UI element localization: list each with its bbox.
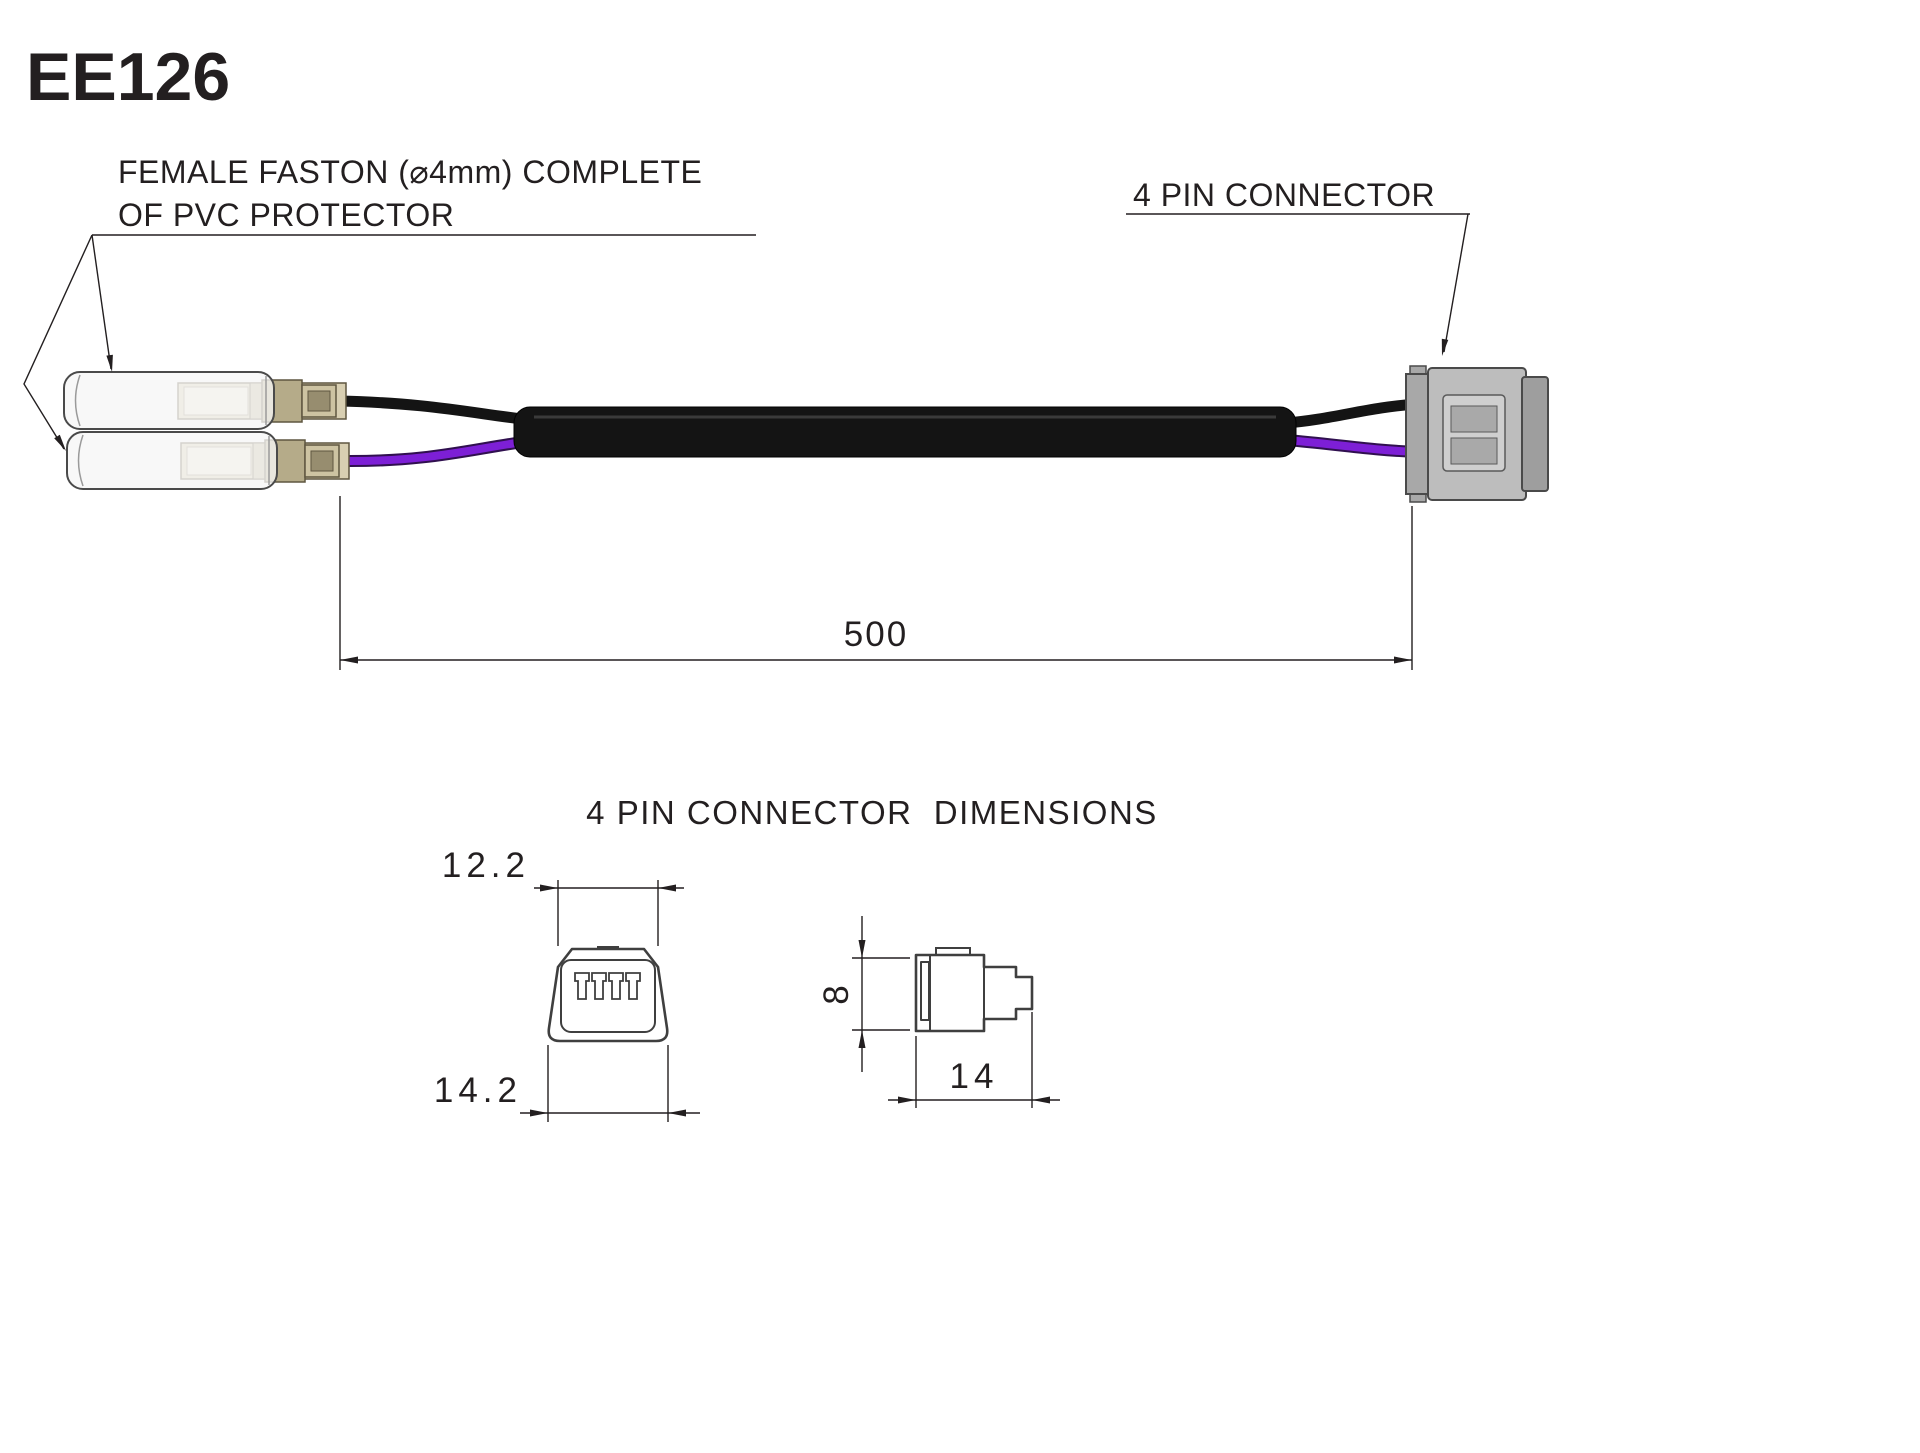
section-title: 4 PIN CONNECTOR DIMENSIONS [586,794,1158,831]
front-outline [547,947,669,1043]
dimension-front-bottom-width: 14.2 [434,1045,700,1122]
dim-arrow-right [658,884,676,892]
dim-arrow-left [530,1109,548,1117]
faston-label-line1: FEMALE FASTON (⌀4mm) COMPLETE [118,154,702,190]
wire-black-left [332,395,536,426]
pin-slot-1 [574,972,590,1000]
dim-arrow-left [898,1096,916,1104]
dim-arrow-right [668,1109,686,1117]
connector-latch-detail-1 [1450,405,1498,433]
pin-slot-4 [625,972,641,1000]
dimension-cable-length: 500 [339,496,1413,670]
faston-label-line2: OF PVC PROTECTOR [118,197,454,233]
cable-assembly [63,365,1549,503]
dimension-side-width: 14 [888,1012,1060,1108]
faston-leader-bottom [23,234,93,450]
connector-front-view [547,946,669,1043]
dimension-side-height: 8 [817,916,910,1072]
wire-purple-left [337,437,534,466]
dim-value-14: 14 [950,1057,999,1096]
callout-faston: FEMALE FASTON (⌀4mm) COMPLETE OF PVC PRO… [23,154,756,451]
wire-purple-right [1282,436,1422,456]
callout-connector: 4 PIN CONNECTOR [1126,177,1470,356]
dimension-front-top-width: 12.2 [442,846,684,946]
dim-value-14-2: 14.2 [434,1071,522,1110]
cable-sleeve [513,406,1297,458]
dim-arrow-right [1394,656,1412,664]
wire-black-right [1280,398,1424,429]
dim-arrow-right [1032,1096,1050,1104]
pin-slot-3 [608,972,624,1000]
dim-value-12-2: 12.2 [442,846,530,885]
side-outline [914,953,1034,1033]
side-slot-detail [920,961,930,1021]
connector-side-view [914,947,1034,1033]
pin-slot-2 [591,972,607,1000]
dim-arrow-left [540,884,558,892]
faston-leader-top [91,234,112,370]
pin-connector-4 [1405,365,1549,503]
dim-value-500: 500 [844,615,908,654]
connector-leader-arrow [1441,338,1449,356]
connector-leader [1443,213,1469,353]
faston-terminal-bottom [66,431,350,490]
page-title: EE126 [26,39,230,115]
dim-arrow-bottom [858,1030,866,1048]
front-inner-wall [560,959,656,1033]
dim-arrow-top [858,940,866,958]
dim-value-8: 8 [817,983,856,1004]
faston-terminal-top [63,371,347,430]
connector-label: 4 PIN CONNECTOR [1133,177,1435,213]
faston-leader-bottom-arrow [54,434,66,451]
connector-front-cap [1521,376,1549,492]
connector-latch-detail-2 [1450,437,1498,465]
faston-leader-top-arrow [106,354,113,372]
dim-arrow-left [340,656,358,664]
